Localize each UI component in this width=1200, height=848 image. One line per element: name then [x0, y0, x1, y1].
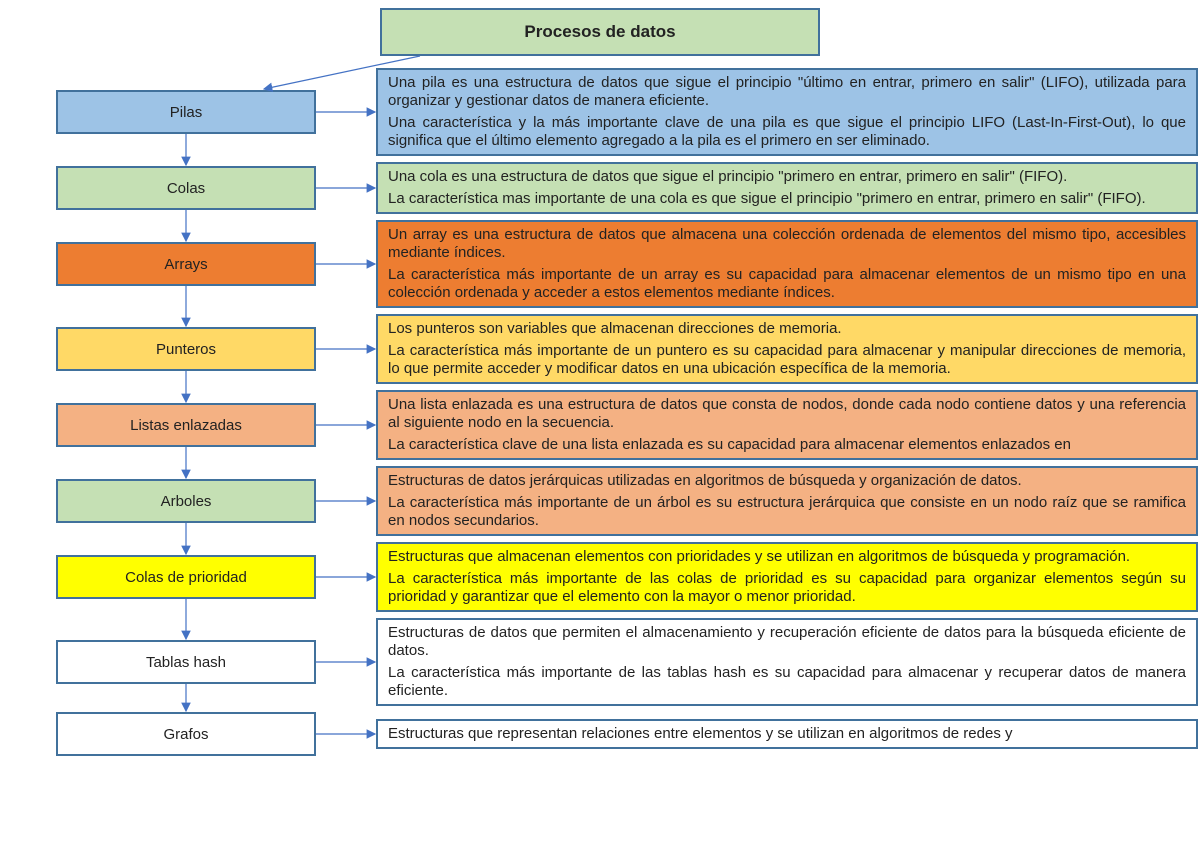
row-arrays: Arrays Un array es una estructura de dat… — [0, 220, 1200, 308]
desc-arboles: Estructuras de datos jerárquicas utiliza… — [376, 466, 1198, 536]
definition: Un array es una estructura de datos que … — [388, 226, 1186, 261]
desc-colas: Una cola es una estructura de datos que … — [376, 162, 1198, 214]
row-tablas-hash: Tablas hash Estructuras de datos que per… — [0, 618, 1200, 706]
row-listas-enlazadas: Listas enlazadas Una lista enlazada es u… — [0, 390, 1200, 460]
node-arrays: Arrays — [56, 242, 316, 286]
node-punteros: Punteros — [56, 327, 316, 371]
characteristic: La característica más importante de las … — [388, 664, 1186, 699]
node-grafos: Grafos — [56, 712, 316, 756]
desc-listas-enlazadas: Una lista enlazada es una estructura de … — [376, 390, 1198, 460]
node-label: Listas enlazadas — [130, 416, 242, 434]
row-grafos: Grafos Estructuras que representan relac… — [0, 712, 1200, 756]
node-listas-enlazadas: Listas enlazadas — [56, 403, 316, 447]
definition: Estructuras que representan relaciones e… — [388, 725, 1013, 742]
row-arboles: Arboles Estructuras de datos jerárquicas… — [0, 466, 1200, 536]
characteristic: Una característica y la más importante c… — [388, 114, 1186, 149]
definition: Una cola es una estructura de datos que … — [388, 168, 1068, 185]
desc-pilas: Una pila es una estructura de datos que … — [376, 68, 1198, 156]
desc-tablas-hash: Estructuras de datos que permiten el alm… — [376, 618, 1198, 706]
row-colas: Colas Una cola es una estructura de dato… — [0, 162, 1200, 214]
node-label: Pilas — [169, 103, 203, 121]
characteristic: La característica más importante de un á… — [388, 494, 1186, 529]
definition: Estructuras de datos jerárquicas utiliza… — [388, 472, 1022, 489]
desc-arrays: Un array es una estructura de datos que … — [376, 220, 1198, 308]
node-label: Arrays — [164, 255, 208, 273]
node-label: Colas de prioridad — [125, 568, 247, 586]
characteristic: La característica más importante de un p… — [388, 342, 1186, 377]
definition: Estructuras de datos que permiten el alm… — [388, 624, 1186, 659]
node-label: Grafos — [163, 725, 209, 743]
desc-punteros: Los punteros son variables que almacenan… — [376, 314, 1198, 384]
row-punteros: Punteros Los punteros son variables que … — [0, 314, 1200, 384]
node-label: Punteros — [155, 340, 217, 358]
row-pilas: Pilas Una pila es una estructura de dato… — [0, 68, 1200, 156]
node-label: Tablas hash — [145, 653, 227, 671]
characteristic: La característica clave de una lista enl… — [388, 436, 1071, 453]
desc-colas-de-prioridad: Estructuras que almacenan elementos con … — [376, 542, 1198, 612]
node-tablas-hash: Tablas hash — [56, 640, 316, 684]
characteristic: La característica más importante de un a… — [388, 266, 1186, 301]
concept-map: Procesos de datos Pilas Una pila es una … — [0, 8, 1200, 756]
definition: Los punteros son variables que almacenan… — [388, 320, 842, 337]
title-node: Procesos de datos — [380, 8, 820, 56]
title-text: Procesos de datos — [524, 22, 676, 41]
node-label: Colas — [166, 179, 206, 197]
row-colas-de-prioridad: Colas de prioridad Estructuras que almac… — [0, 542, 1200, 612]
definition: Estructuras que almacenan elementos con … — [388, 548, 1131, 565]
node-colas-de-prioridad: Colas de prioridad — [56, 555, 316, 599]
definition: Una lista enlazada es una estructura de … — [388, 396, 1186, 431]
node-arboles: Arboles — [56, 479, 316, 523]
node-label: Arboles — [160, 492, 212, 510]
node-pilas: Pilas — [56, 90, 316, 134]
node-colas: Colas — [56, 166, 316, 210]
characteristic: La característica mas importante de una … — [388, 190, 1146, 207]
definition: Una pila es una estructura de datos que … — [388, 74, 1186, 109]
desc-grafos: Estructuras que representan relaciones e… — [376, 719, 1198, 749]
characteristic: La característica más importante de las … — [388, 570, 1186, 605]
